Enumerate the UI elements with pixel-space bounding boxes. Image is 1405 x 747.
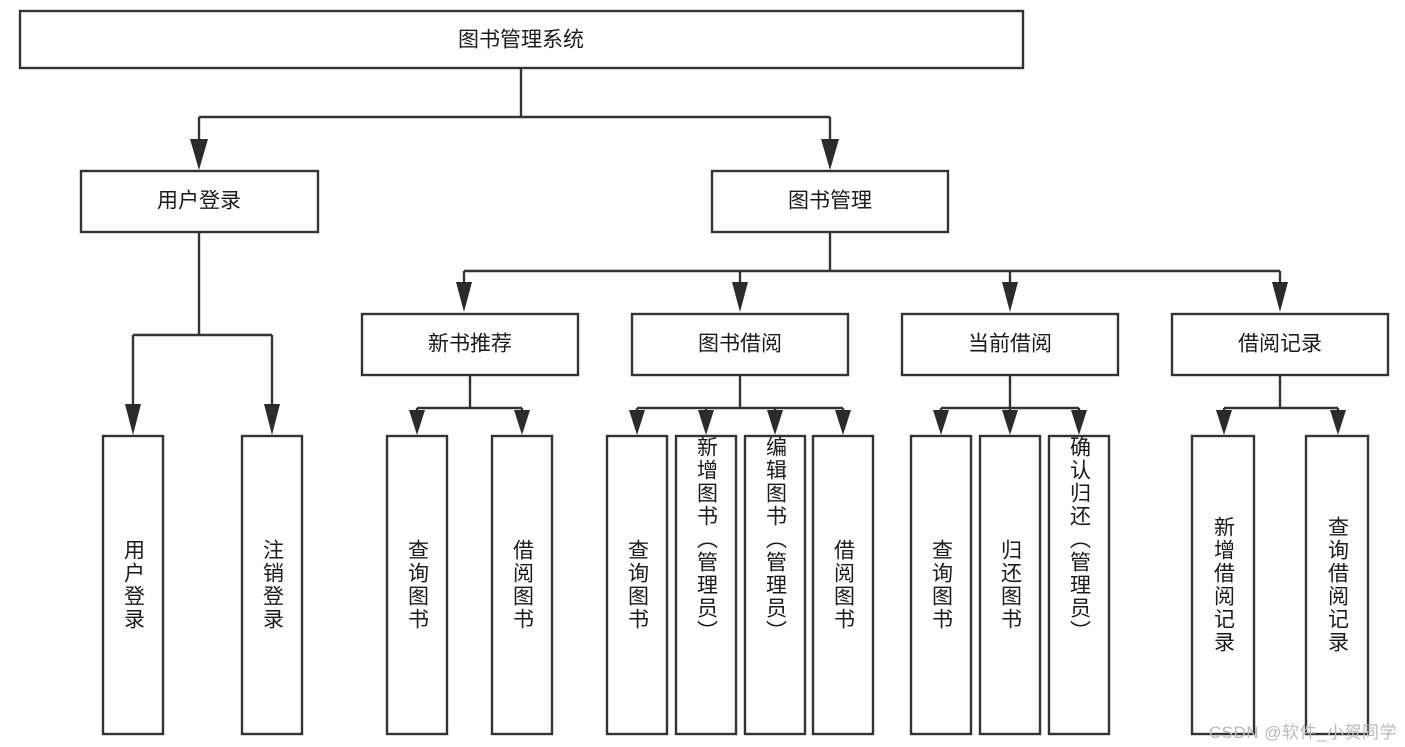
arrow-head-icon xyxy=(1002,282,1018,312)
leaf-query-book-3-box[interactable] xyxy=(909,434,973,736)
arrow-head-icon xyxy=(835,410,851,435)
node-borrow-record-box[interactable] xyxy=(1170,312,1390,377)
leaf-borrow-book-2-box[interactable] xyxy=(811,434,875,736)
node-book-borrow-box[interactable] xyxy=(630,312,850,377)
arrow-head-icon xyxy=(1330,410,1346,435)
arrow-head-icon xyxy=(767,410,783,435)
node-book-manage-label: 图书管理 xyxy=(788,190,872,213)
leaf-query-book-2-box[interactable] xyxy=(605,434,669,736)
node-new-book-recommend[interactable]: 新书推荐 xyxy=(360,312,580,377)
node-book-borrow[interactable]: 图书借阅 xyxy=(630,312,850,377)
arrow-head-icon xyxy=(1071,410,1087,435)
node-root-label: 图书管理系统 xyxy=(458,29,584,52)
node-book-borrow-label: 图书借阅 xyxy=(698,333,782,356)
arrow-head-icon xyxy=(1002,410,1018,435)
connector-root-to-level2 xyxy=(190,68,839,170)
leaf-query-record-box[interactable] xyxy=(1304,434,1370,736)
connector-newbook-to-leaves xyxy=(409,375,530,435)
leaf-logout-login-box[interactable] xyxy=(240,434,304,736)
node-root[interactable]: 图书管理系统 xyxy=(18,9,1025,70)
leaf-return-book-box[interactable] xyxy=(978,434,1042,736)
csdn-watermark: CSDN @软件_小贺同学 xyxy=(1208,723,1397,742)
node-book-manage-box[interactable] xyxy=(710,169,950,234)
node-borrow-record[interactable]: 借阅记录 xyxy=(1170,312,1390,377)
node-new-book-recommend-label: 新书推荐 xyxy=(428,333,512,356)
connector-bookborrow-to-leaves xyxy=(629,375,851,435)
node-user-login-label: 用户登录 xyxy=(157,190,241,213)
arrow-head-icon xyxy=(514,410,530,435)
node-current-borrow-label: 当前借阅 xyxy=(968,333,1052,356)
leaf-borrow-book-1-box[interactable] xyxy=(490,434,554,736)
arrow-head-icon xyxy=(629,410,645,435)
node-current-borrow[interactable]: 当前借阅 xyxy=(900,312,1120,377)
node-current-borrow-box[interactable] xyxy=(900,312,1120,377)
arrow-head-icon xyxy=(698,410,714,435)
arrow-head-icon xyxy=(125,404,141,435)
arrow-head-icon xyxy=(821,139,839,170)
arrow-head-icon xyxy=(933,410,949,435)
arrow-head-icon xyxy=(1216,410,1232,435)
node-root-box[interactable] xyxy=(18,9,1025,70)
leaf-edit-book-box[interactable] xyxy=(743,434,807,736)
node-user-login-box[interactable] xyxy=(79,169,320,234)
arrow-head-icon xyxy=(190,139,208,170)
connector-userlogin-to-leaves xyxy=(125,232,280,435)
leaf-add-record-box[interactable] xyxy=(1190,434,1256,736)
node-new-book-recommend-box[interactable] xyxy=(360,312,580,377)
leaf-user-login-box[interactable] xyxy=(101,434,165,736)
connector-bookmanage-to-level3 xyxy=(456,232,1288,312)
connector-borrowrecord-to-leaves xyxy=(1216,375,1346,435)
arrow-head-icon xyxy=(409,410,425,435)
arrow-head-icon xyxy=(732,282,748,312)
leaf-confirm-return-box[interactable] xyxy=(1047,434,1111,736)
arrow-head-icon xyxy=(264,404,280,435)
leaf-add-book-box[interactable] xyxy=(674,434,738,736)
node-book-manage[interactable]: 图书管理 xyxy=(710,169,950,234)
connector-currentborrow-to-leaves xyxy=(933,375,1087,435)
leaf-query-book-1-box[interactable] xyxy=(385,434,449,736)
node-borrow-record-label: 借阅记录 xyxy=(1238,333,1322,356)
node-user-login[interactable]: 用户登录 xyxy=(79,169,320,234)
arrow-head-icon xyxy=(456,282,472,312)
arrow-head-icon xyxy=(1272,282,1288,312)
